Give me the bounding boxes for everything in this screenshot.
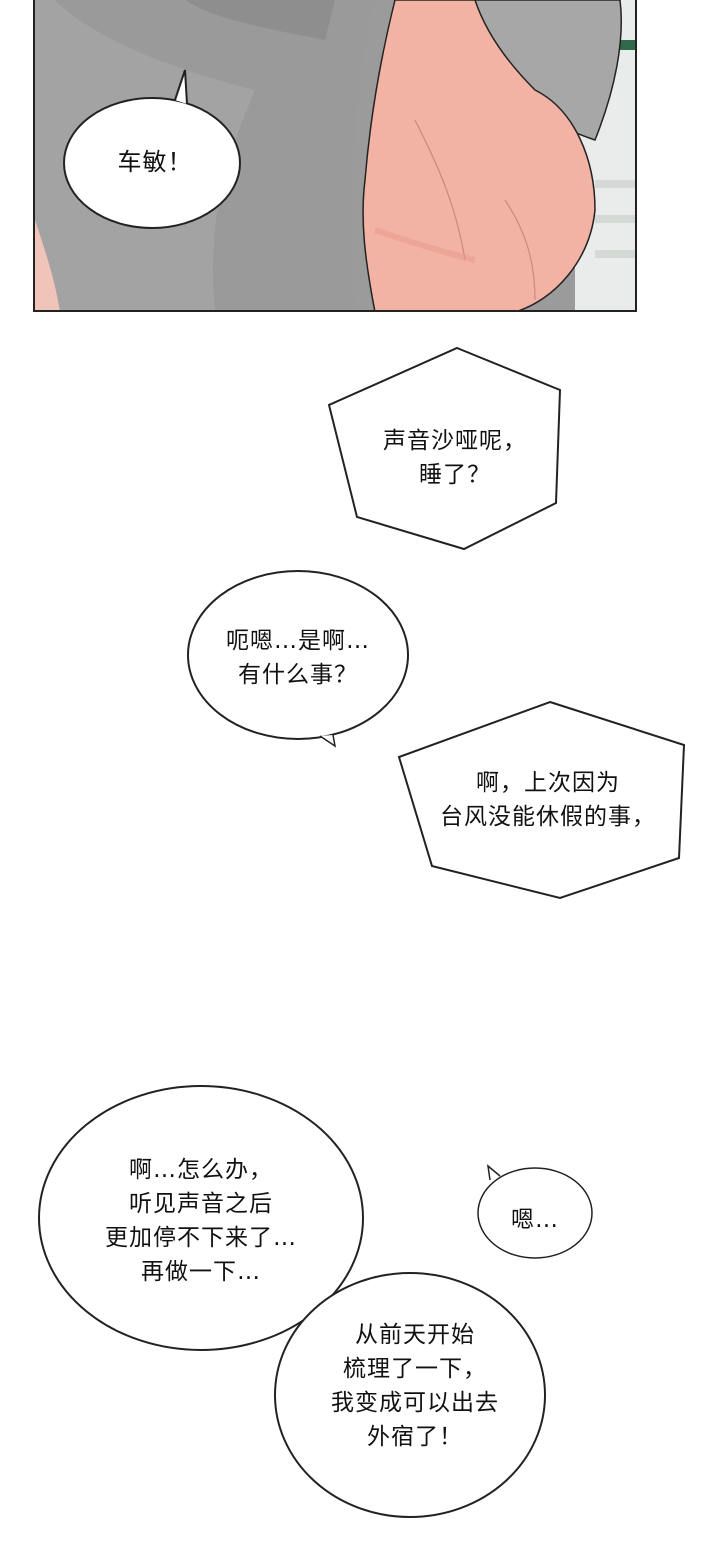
small-oval-bubble	[477, 1167, 593, 1259]
circle-right-text: 从前天开始 梳理了一下， 我变成可以出去 外宿了！	[331, 1322, 499, 1450]
circle-bubble-right	[274, 1272, 546, 1518]
oval-bubble-1	[187, 570, 409, 740]
hexagon-bubble-2	[397, 700, 686, 900]
panel-artwork	[35, 0, 635, 310]
circle-left-text: 啊…怎么办， 听见声音之后 更加停不下来了… 再做一下…	[105, 1157, 297, 1285]
oval-1-text: 呃嗯…是啊… 有什么事？	[226, 628, 370, 688]
hexagon-2-text: 啊，上次因为 台风没能休假的事，	[440, 770, 656, 830]
small-oval-text: 嗯…	[511, 1207, 559, 1233]
panel-speech-text: 车敏！	[117, 148, 193, 176]
comic-panel: 车敏！	[33, 0, 637, 312]
hexagon-bubble-1	[327, 346, 562, 551]
circle-bubble-left	[38, 1085, 364, 1351]
hexagon-1-text: 声音沙哑呢， 睡了？	[383, 428, 527, 488]
